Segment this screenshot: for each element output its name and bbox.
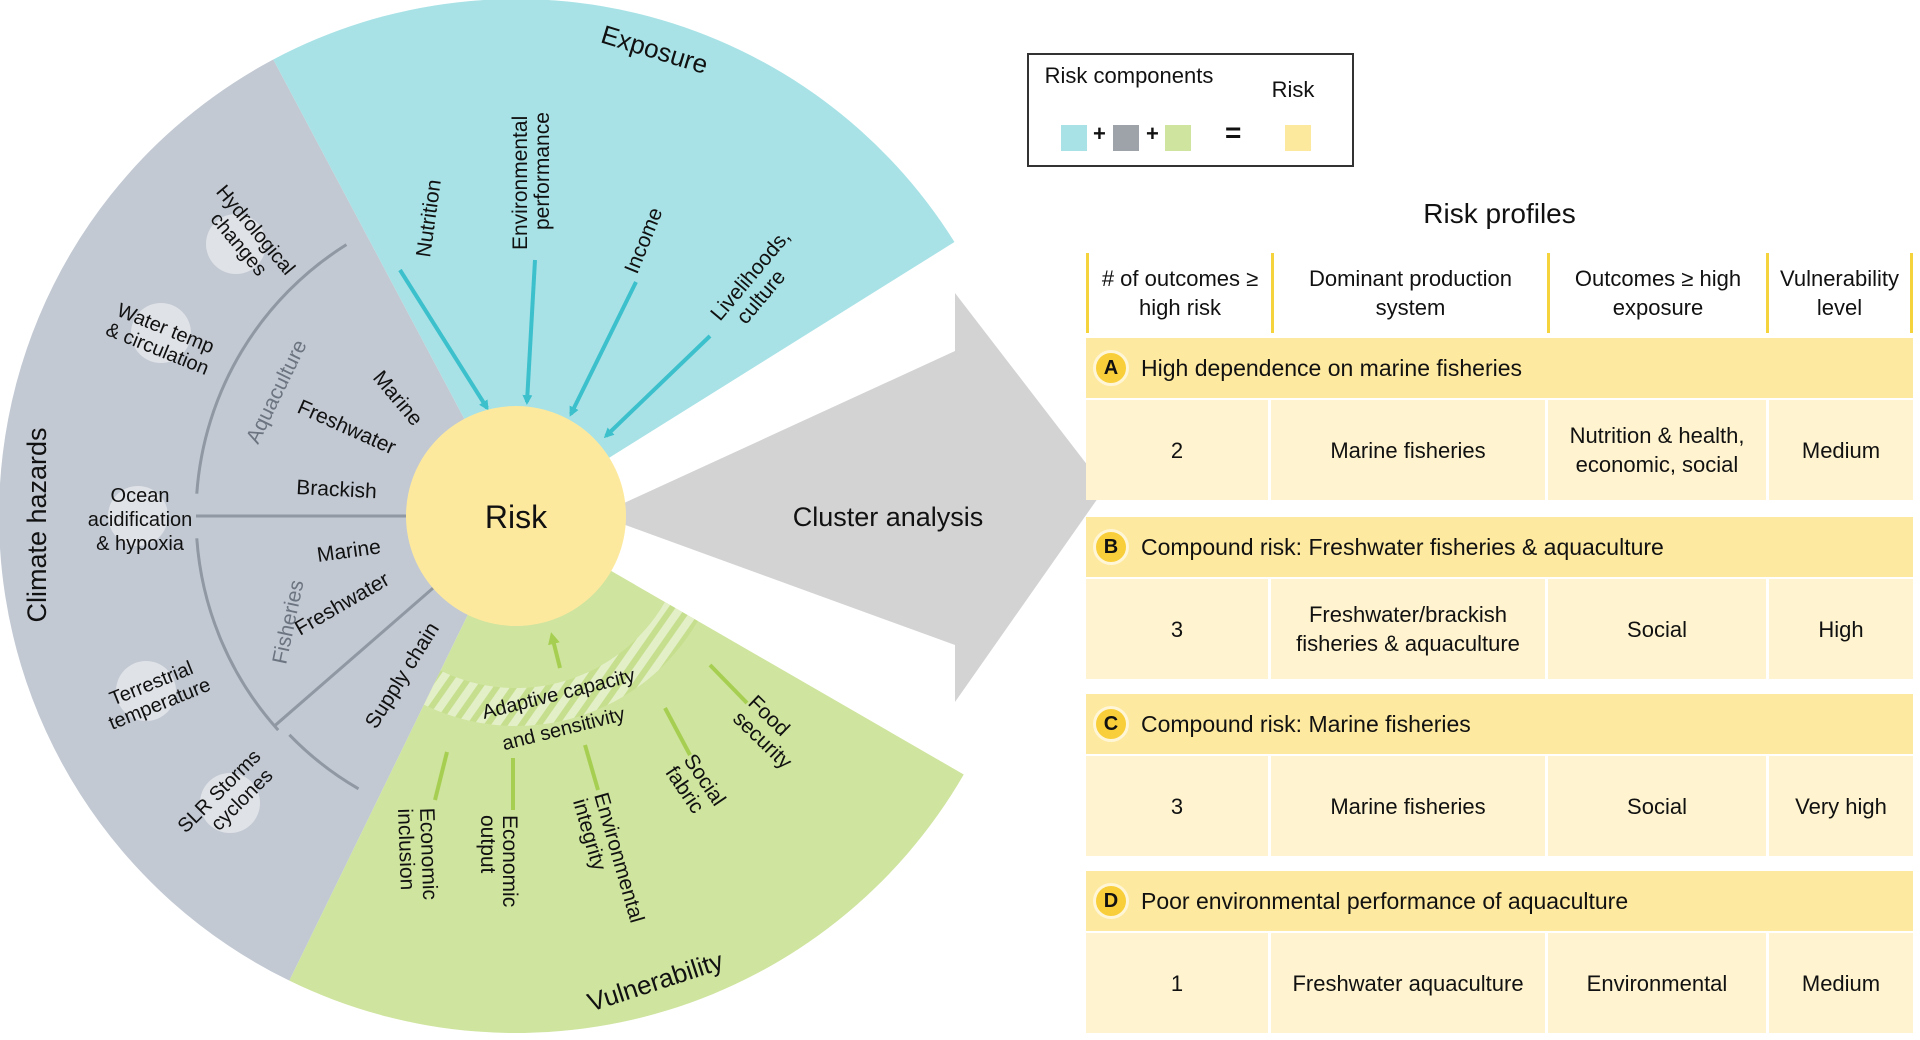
- legend-risk-label: Risk: [1271, 77, 1315, 102]
- table-row: 3 Freshwater/brackish fisheries & aquacu…: [1086, 579, 1913, 679]
- column-header: Dominant production system: [1271, 253, 1547, 333]
- svg-text:& hypoxia: & hypoxia: [96, 533, 185, 555]
- legend-plus: +: [1093, 121, 1106, 146]
- cell-vulnerability-level: Medium: [1769, 933, 1913, 1033]
- prod-aqua-brackish: Brackish: [296, 476, 378, 503]
- vulnerability-line-social-fabric: [663, 707, 692, 756]
- table-row: 3 Marine fisheries Social Very high: [1086, 756, 1913, 856]
- vulnerability-line-food-security: [708, 663, 749, 705]
- adaptive-capacity-band: [423, 602, 698, 726]
- hazard-bubble: [200, 773, 260, 833]
- legend-swatch-exposure: [1061, 125, 1087, 151]
- exposure-arrow-nutrition: [398, 268, 489, 411]
- cell-vulnerability-level: High: [1769, 579, 1913, 679]
- cell-production-system: Freshwater/brackish fisheries & aquacult…: [1271, 579, 1545, 679]
- legend-plus: +: [1146, 121, 1159, 146]
- cell-vulnerability-level: Medium: [1769, 400, 1913, 500]
- vulnerability-sector: [289, 516, 964, 1033]
- table-row: 1 Freshwater aquaculture Environmental M…: [1086, 933, 1913, 1033]
- svg-text:acidification: acidification: [88, 509, 193, 531]
- cell-exposure-outcomes: Nutrition & health, economic, social: [1548, 400, 1766, 500]
- profile-title: Compound risk: Freshwater fisheries & aq…: [1141, 533, 1664, 560]
- cell-outcomes-count: 3: [1086, 756, 1268, 856]
- column-header: # of outcomes ≥ high risk: [1086, 253, 1271, 333]
- cell-exposure-outcomes: Environmental: [1548, 933, 1766, 1033]
- profile-group-c: C Compound risk: Marine fisheries 3 Marin…: [1086, 694, 1913, 856]
- cell-production-system: Marine fisheries: [1271, 400, 1545, 500]
- climate-hazards-sector: [0, 59, 516, 981]
- vulnerability-line-economic-inclusion: [433, 751, 449, 801]
- profile-title: High dependence on marine fisheries: [1141, 354, 1523, 381]
- hazard-bubble: [131, 303, 191, 363]
- hazard-bubble: [108, 486, 168, 546]
- legend-swatch-hazards: [1113, 125, 1139, 151]
- cell-exposure-outcomes: Social: [1548, 579, 1766, 679]
- vulnerability-line-environmental-integrity: [583, 744, 600, 791]
- risk-wheel-diagram: Cluster analysis Risk Exposure Climate h…: [0, 0, 1105, 1033]
- legend-swatch-risk: [1285, 125, 1311, 151]
- exposure-sector: [273, 0, 955, 516]
- table-row: 2 Marine fisheries Nutrition & health, e…: [1086, 400, 1913, 500]
- production-system-dividers: [195, 243, 434, 791]
- svg-text:Environmental: Environmental: [509, 116, 532, 250]
- cluster-analysis-label: Cluster analysis: [793, 502, 984, 532]
- column-header: Outcomes ≥ high exposure: [1547, 253, 1766, 333]
- cell-production-system: Freshwater aquaculture: [1271, 933, 1545, 1033]
- svg-text:Ocean: Ocean: [111, 485, 170, 507]
- profile-badge: D: [1093, 883, 1129, 919]
- exposure-arrow-livelihoods: [603, 334, 712, 439]
- cell-production-system: Marine fisheries: [1271, 756, 1545, 856]
- cell-vulnerability-level: Very high: [1769, 756, 1913, 856]
- svg-text:Economic: Economic: [415, 807, 441, 900]
- climate-hazards-title: Climate hazards: [22, 427, 52, 622]
- legend-swatch-vulnerability: [1165, 125, 1191, 151]
- profile-title: Compound risk: Marine fisheries: [1141, 710, 1471, 737]
- cell-outcomes-count: 1: [1086, 933, 1268, 1033]
- risk-center-label: Risk: [485, 499, 548, 535]
- svg-text:output: output: [476, 815, 499, 874]
- profile-badge: A: [1093, 350, 1129, 386]
- cell-outcomes-count: 3: [1086, 579, 1268, 679]
- profile-group-a: A High dependence on marine fisheries 2 M…: [1086, 338, 1913, 500]
- hazard-bubble: [206, 214, 266, 274]
- risk-circle: [406, 406, 626, 626]
- profile-group-b: B Compound risk: Freshwater fisheries & a…: [1086, 517, 1913, 679]
- legend-box: Risk components Risk + + =: [1027, 53, 1354, 167]
- divider-line: [195, 243, 348, 494]
- svg-text:Economic: Economic: [498, 815, 521, 907]
- exposure-arrow-environmental: [522, 259, 537, 405]
- profile-badge: B: [1093, 529, 1129, 565]
- profile-title: Poor environmental performance of aquacu…: [1141, 887, 1629, 914]
- profile-group-d: D Poor environmental performance of aquac…: [1086, 871, 1913, 1033]
- legend-equals: =: [1225, 117, 1242, 148]
- risk-profiles-title: Risk profiles: [1423, 198, 1576, 229]
- svg-text:inclusion: inclusion: [393, 808, 419, 890]
- exposure-arrow-income: [569, 281, 638, 417]
- cluster-analysis-arrow: [598, 293, 1105, 702]
- cell-exposure-outcomes: Social: [1548, 756, 1766, 856]
- hazard-bubble: [116, 661, 176, 721]
- profile-badge: C: [1093, 706, 1129, 742]
- profiles-table-header: # of outcomes ≥ high risk Dominant produ…: [1086, 253, 1913, 333]
- column-header: Vulnerability level: [1766, 253, 1913, 333]
- cell-outcomes-count: 2: [1086, 400, 1268, 500]
- divider-line: [288, 733, 360, 791]
- vulnerability-arrow-to-risk: [548, 632, 562, 669]
- divider-line: [195, 538, 280, 732]
- legend-components-label: Risk components: [1044, 63, 1214, 88]
- divider-line: [273, 587, 434, 728]
- svg-text:performance: performance: [531, 112, 554, 230]
